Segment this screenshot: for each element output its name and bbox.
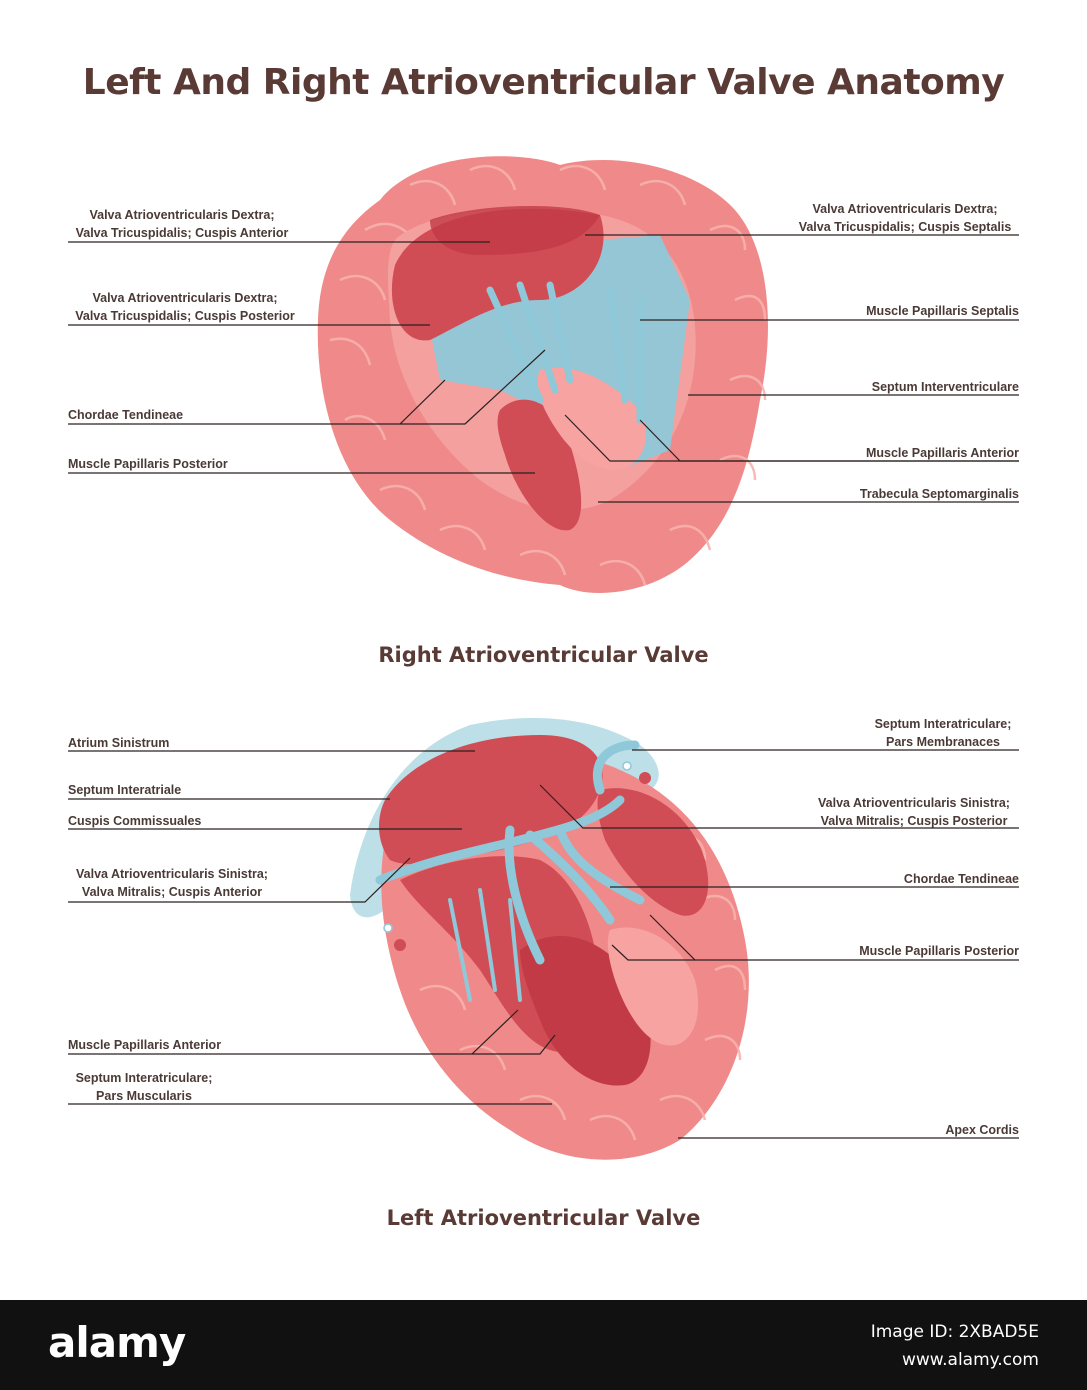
leader-line (611, 944, 695, 961)
label-left-cuspis-posterior: Valva Atrioventricularis Sinistra; Valva… (818, 796, 1010, 828)
label-right-cuspis-anterior: Valva Atrioventricularis Dextra; Valva T… (75, 208, 289, 240)
left-valve-caption: Left Atrioventricular Valve (386, 1206, 701, 1230)
leader-line (539, 784, 1019, 829)
heart-illustrations (317, 156, 768, 1160)
label-left-chordae-tendineae: Chordae Tendineae (903, 872, 1019, 886)
label-left-septum-pars-membranaces: Septum Interatriculare; Pars Membranaces (874, 717, 1012, 749)
label-left-apex-cordis: Apex Cordis (945, 1123, 1019, 1137)
label-right-trabecula-septomarginalis: Trabecula Septomarginalis (859, 487, 1019, 501)
right-av-valve-illustration (317, 156, 768, 593)
label-right-chordae-tendineae: Chordae Tendineae (68, 408, 184, 422)
label-right-septum-interventriculare: Septum Interventriculare (871, 380, 1019, 394)
label-left-atrium-sinistrum: Atrium Sinistrum (68, 736, 170, 750)
image-id: Image ID: 2XBAD5E (870, 1322, 1039, 1342)
label-left-septum-pars-muscularis: Septum Interatriculare; Pars Muscularis (75, 1071, 213, 1103)
leader-lines (68, 234, 1019, 1139)
leader-line (400, 349, 546, 425)
label-right-cuspis-septalis: Valva Atrioventricularis Dextra; Valva T… (798, 202, 1012, 234)
leader-line (68, 857, 411, 903)
stock-footer-bar: alamy Image ID: 2XBAD5E www.alamy.com (0, 1300, 1087, 1390)
label-left-muscle-papillaris-posterior: Muscle Papillaris Posterior (859, 944, 1019, 958)
label-right-cuspis-posterior: Valva Atrioventricularis Dextra; Valva T… (75, 291, 295, 323)
label-left-septum-interatriale: Septum Interatriale (68, 783, 182, 797)
label-right-muscle-papillaris-posterior: Muscle Papillaris Posterior (68, 457, 228, 471)
leader-line (472, 1034, 556, 1055)
image-url: www.alamy.com (901, 1350, 1039, 1370)
label-right-muscle-papillaris-septalis: Muscle Papillaris Septalis (866, 304, 1019, 318)
label-left-muscle-papillaris-anterior: Muscle Papillaris Anterior (68, 1038, 222, 1052)
leader-line (639, 419, 1019, 462)
right-valve-caption: Right Atrioventricular Valve (378, 643, 709, 667)
page-title: Left And Right Atrioventricular Valve An… (82, 62, 1005, 103)
left-av-valve-illustration (350, 717, 749, 1160)
brand-logo: alamy (48, 1318, 186, 1367)
label-left-cuspis-commissuales: Cuspis Commissuales (68, 814, 202, 828)
label-right-muscle-papillaris-anterior: Muscle Papillaris Anterior (865, 446, 1019, 460)
label-left-cuspis-anterior: Valva Atrioventricularis Sinistra; Valva… (76, 867, 268, 899)
